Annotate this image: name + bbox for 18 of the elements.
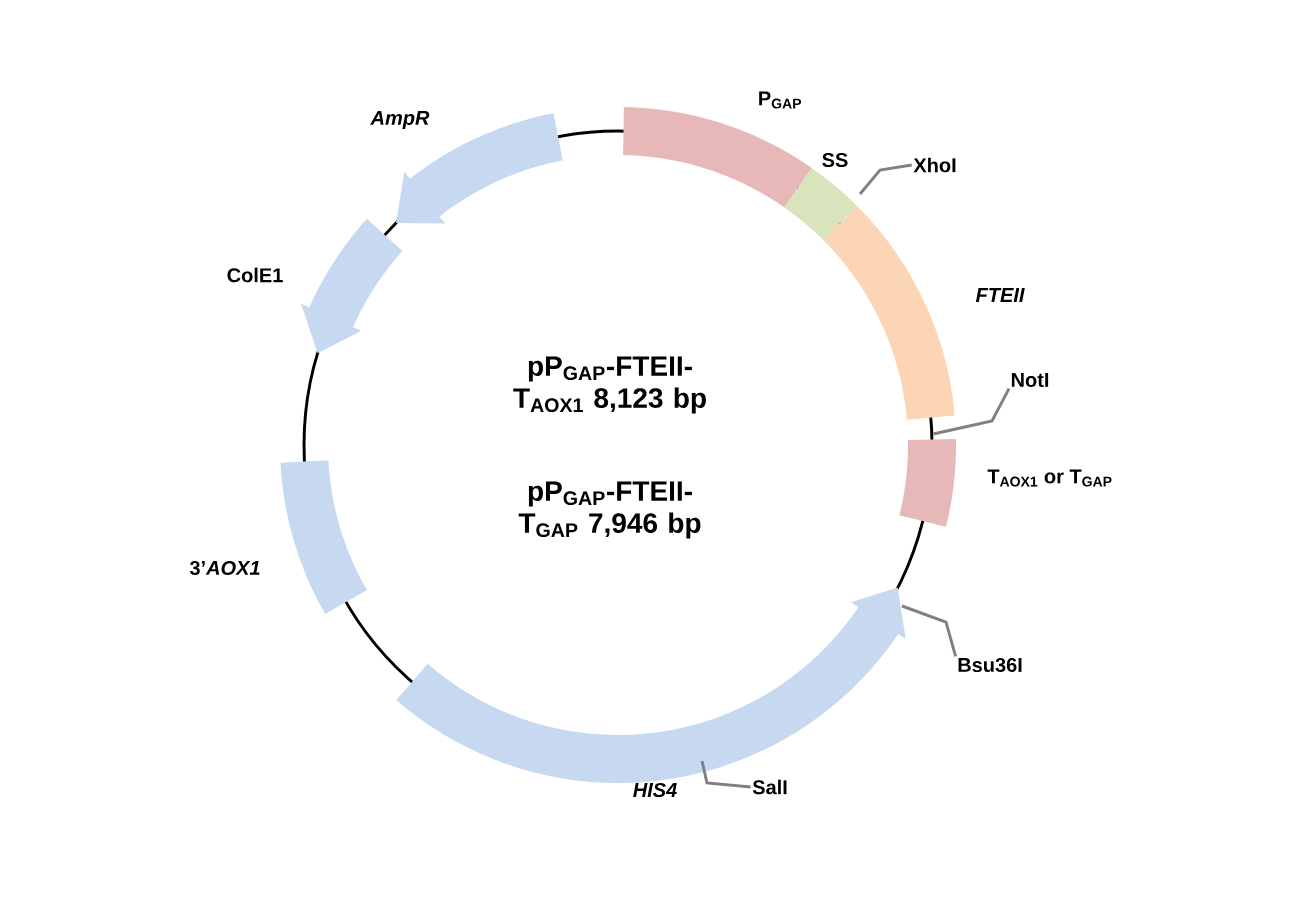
plasmid-name: pP$_{GAP}$-FTEII-T$_{AOX1}$ 8,123 bp (513, 356, 706, 414)
restriction-site-label: SalI (752, 779, 787, 795)
feature-label: 3’AOX1 (189, 560, 260, 576)
plasmid-name: pP$_{GAP}$-FTEII-T$_{GAP}$ 7,946 bp (518, 481, 701, 539)
restriction-site-label: Bsu36I (958, 657, 1022, 673)
leader-line (700, 760, 751, 789)
leader-line (901, 604, 958, 657)
feature-label: AmpR (370, 111, 430, 129)
leader-line (932, 387, 1011, 436)
restriction-site-label: XhoI (913, 157, 956, 173)
feature-label: SS (822, 152, 848, 168)
feature-label: ColE1 (227, 267, 283, 283)
leader-line (858, 163, 912, 195)
restriction-site-label: NotI (1011, 373, 1049, 387)
feature-label: HIS4 (633, 782, 677, 798)
feature-label: P$_{GAP}$ (759, 91, 801, 109)
feature-label: T$_{AOX1}$ or T$_{GAP}$ (987, 469, 1112, 487)
feature-label: FTEII (975, 288, 1025, 302)
